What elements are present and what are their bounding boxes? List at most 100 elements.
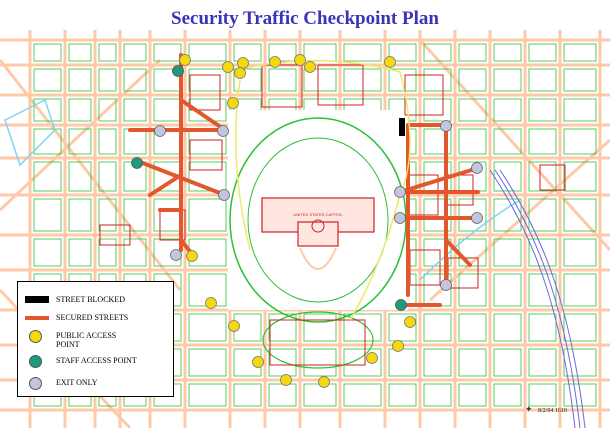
- public-access-point: [392, 340, 404, 352]
- city-block: [458, 98, 487, 122]
- public-access-point: [222, 61, 234, 73]
- city-block: [458, 383, 487, 407]
- city-block: [188, 383, 227, 407]
- public-access-point: [234, 67, 246, 79]
- city-block: [493, 43, 522, 62]
- city-block: [98, 198, 117, 232]
- city-block: [33, 198, 62, 232]
- exit-only-point: [440, 279, 452, 291]
- city-block: [233, 68, 262, 92]
- city-block: [343, 383, 382, 407]
- public-access-point: [228, 320, 240, 332]
- city-block: [458, 273, 487, 307]
- city-block: [563, 43, 597, 62]
- public-access-point: [366, 352, 378, 364]
- city-block: [343, 313, 382, 342]
- city-block: [188, 43, 227, 62]
- city-block: [188, 98, 227, 122]
- city-block: [268, 68, 297, 92]
- city-block: [33, 161, 62, 192]
- rail-line: [489, 169, 576, 428]
- city-block: [423, 68, 452, 92]
- city-block: [388, 348, 417, 377]
- city-block: [188, 313, 227, 342]
- access-points: [131, 54, 483, 388]
- city-block: [423, 43, 452, 62]
- city-block: [303, 43, 337, 62]
- building-outline: [539, 164, 566, 191]
- city-block: [98, 98, 117, 122]
- capitol-portico: [297, 221, 339, 247]
- water-body: [4, 98, 56, 167]
- city-block: [563, 313, 597, 342]
- public-access-point: [304, 61, 316, 73]
- city-block: [303, 313, 337, 342]
- city-block: [233, 43, 262, 62]
- city-block: [563, 348, 597, 377]
- city-block: [528, 313, 557, 342]
- water-channel: [419, 199, 521, 281]
- public-access-point: [252, 356, 264, 368]
- city-block: [98, 128, 117, 155]
- exit-only-point: [440, 120, 452, 132]
- city-block: [98, 161, 117, 192]
- city-block: [153, 98, 182, 122]
- city-block: [68, 68, 92, 92]
- legend-item-street-blocked: STREET BLOCKED: [18, 292, 173, 310]
- exit-only-point: [154, 125, 166, 137]
- city-block: [188, 198, 227, 232]
- city-block: [563, 128, 597, 155]
- public-access-point: [186, 250, 198, 262]
- city-block: [493, 161, 522, 192]
- city-block: [123, 68, 147, 92]
- secured-street: [444, 238, 472, 267]
- legend-item-exit-only: EXIT ONLY: [18, 376, 173, 394]
- city-block: [303, 383, 337, 407]
- building-outline: [269, 319, 366, 366]
- city-block: [423, 348, 452, 377]
- city-block: [303, 68, 337, 92]
- city-block: [563, 273, 597, 307]
- legend-item-public-access: PUBLIC ACCESS POINT: [18, 327, 173, 349]
- city-block: [123, 128, 147, 155]
- diagonal-avenue: [418, 38, 610, 252]
- city-block: [458, 313, 487, 342]
- city-block: [188, 348, 227, 377]
- city-block: [493, 238, 522, 267]
- city-block: [33, 43, 62, 62]
- city-block: [528, 198, 557, 232]
- city-block: [563, 68, 597, 92]
- city-block: [233, 383, 262, 407]
- staff-access-point: [131, 157, 143, 169]
- city-block: [388, 43, 417, 62]
- rail-line: [499, 169, 586, 428]
- city-block: [528, 348, 557, 377]
- city-block: [68, 161, 92, 192]
- city-block: [528, 98, 557, 122]
- legend-label-street-blocked: STREET BLOCKED: [56, 295, 125, 304]
- city-block: [123, 198, 147, 232]
- city-block: [343, 43, 382, 62]
- capitol-building: UNITED STATES CAPITOL: [261, 197, 375, 247]
- exit-only-swatch: [29, 377, 42, 390]
- city-block: [33, 98, 62, 122]
- city-block: [303, 348, 337, 377]
- building-outline: [189, 74, 221, 111]
- city-block: [423, 383, 452, 407]
- city-block: [528, 128, 557, 155]
- city-block: [493, 273, 522, 307]
- city-block: [188, 68, 227, 92]
- city-block: [153, 198, 182, 232]
- city-block: [33, 68, 62, 92]
- city-block: [458, 43, 487, 62]
- city-block: [68, 98, 92, 122]
- city-block: [528, 68, 557, 92]
- public-access-point: [227, 97, 239, 109]
- rail-tracks: [489, 169, 586, 428]
- city-block: [563, 238, 597, 267]
- city-block: [123, 98, 147, 122]
- city-block: [268, 348, 297, 377]
- public-access-point: [404, 316, 416, 328]
- city-block: [423, 313, 452, 342]
- building-outline: [99, 224, 131, 246]
